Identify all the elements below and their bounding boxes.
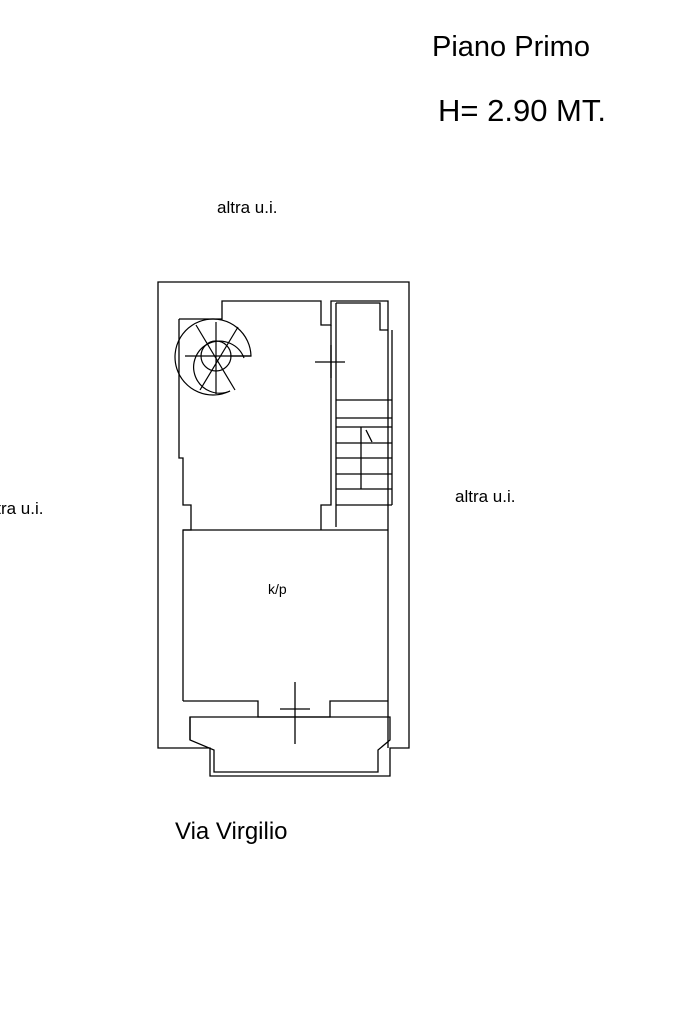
- stair-treads: [336, 399, 393, 506]
- room-label: k/p: [268, 581, 287, 597]
- ceiling-height-label: H= 2.90 MT.: [438, 93, 606, 128]
- balcony: [189, 716, 391, 773]
- neighbor-unit-top-label: altra u.i.: [217, 198, 278, 217]
- floor-title: Piano Primo: [432, 31, 590, 63]
- street-name: Via Virgilio: [175, 818, 288, 845]
- neighbor-unit-right-label: altra u.i.: [455, 487, 516, 506]
- neighbor-unit-left-label: altra u.i.: [0, 499, 44, 518]
- outer-wall: [157, 281, 410, 777]
- inner-wall: [179, 300, 389, 748]
- spiral-staircase: [174, 318, 252, 396]
- staircase-wall: [320, 325, 332, 530]
- staircase-frame: [336, 302, 388, 331]
